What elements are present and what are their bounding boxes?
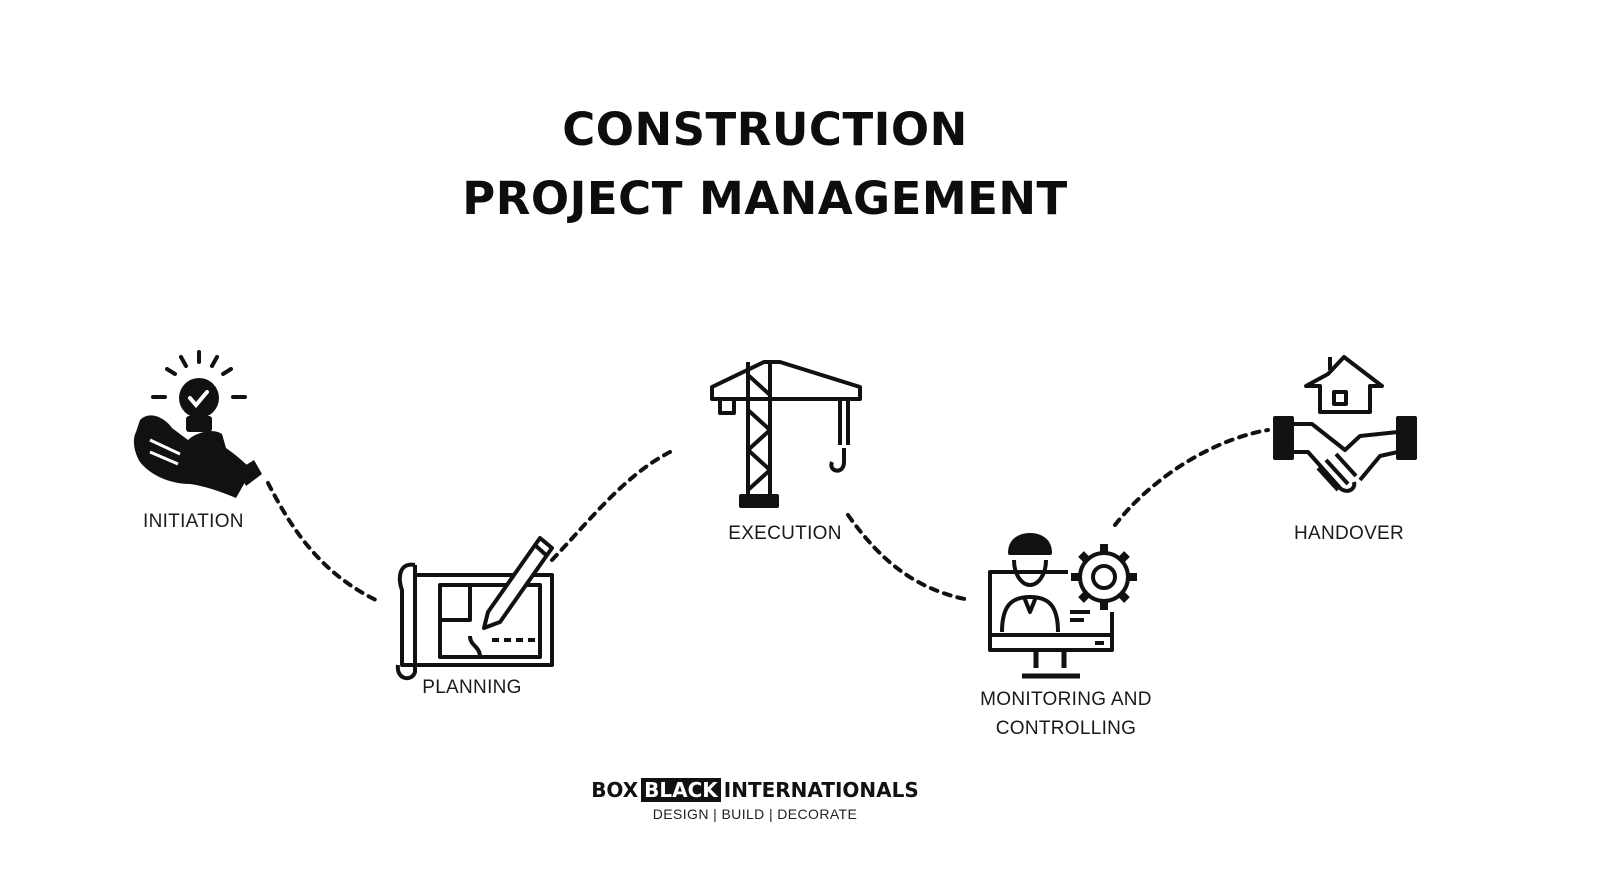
blueprint-pencil-icon [395, 536, 554, 681]
step-label-initiation: INITIATION [143, 511, 244, 532]
title-line-2: PROJECT MANAGEMENT [462, 172, 1068, 225]
brand-tagline: DESIGN | BUILD | DECORATE [652, 806, 858, 822]
brand-part-1: BOX [591, 778, 639, 802]
connector-initiation-planning [266, 481, 382, 604]
title-line-1: CONSTRUCTION [562, 103, 968, 156]
connector-monitoring-handover [1113, 428, 1270, 527]
handshake-house-icon [1273, 355, 1417, 493]
brand-part-3: INTERNATIONALS [723, 778, 919, 802]
connector-execution-monitoring [846, 513, 972, 602]
lightbulb-hand-icon [133, 350, 262, 498]
step-label-monitoring-line2: CONTROLLING [995, 718, 1137, 739]
connector-planning-execution [550, 450, 672, 562]
crane-icon [710, 360, 862, 508]
step-label-monitoring-line1: MONITORING AND [980, 689, 1152, 710]
engineer-monitor-gear-icon [988, 533, 1137, 679]
step-label-handover: HANDOVER [1293, 523, 1405, 544]
brand-part-2: BLACK [641, 778, 721, 802]
step-label-execution: EXECUTION [728, 523, 842, 544]
step-label-monitoring: MONITORING AND CONTROLLING [975, 685, 1157, 743]
step-label-planning: PLANNING [422, 677, 522, 698]
